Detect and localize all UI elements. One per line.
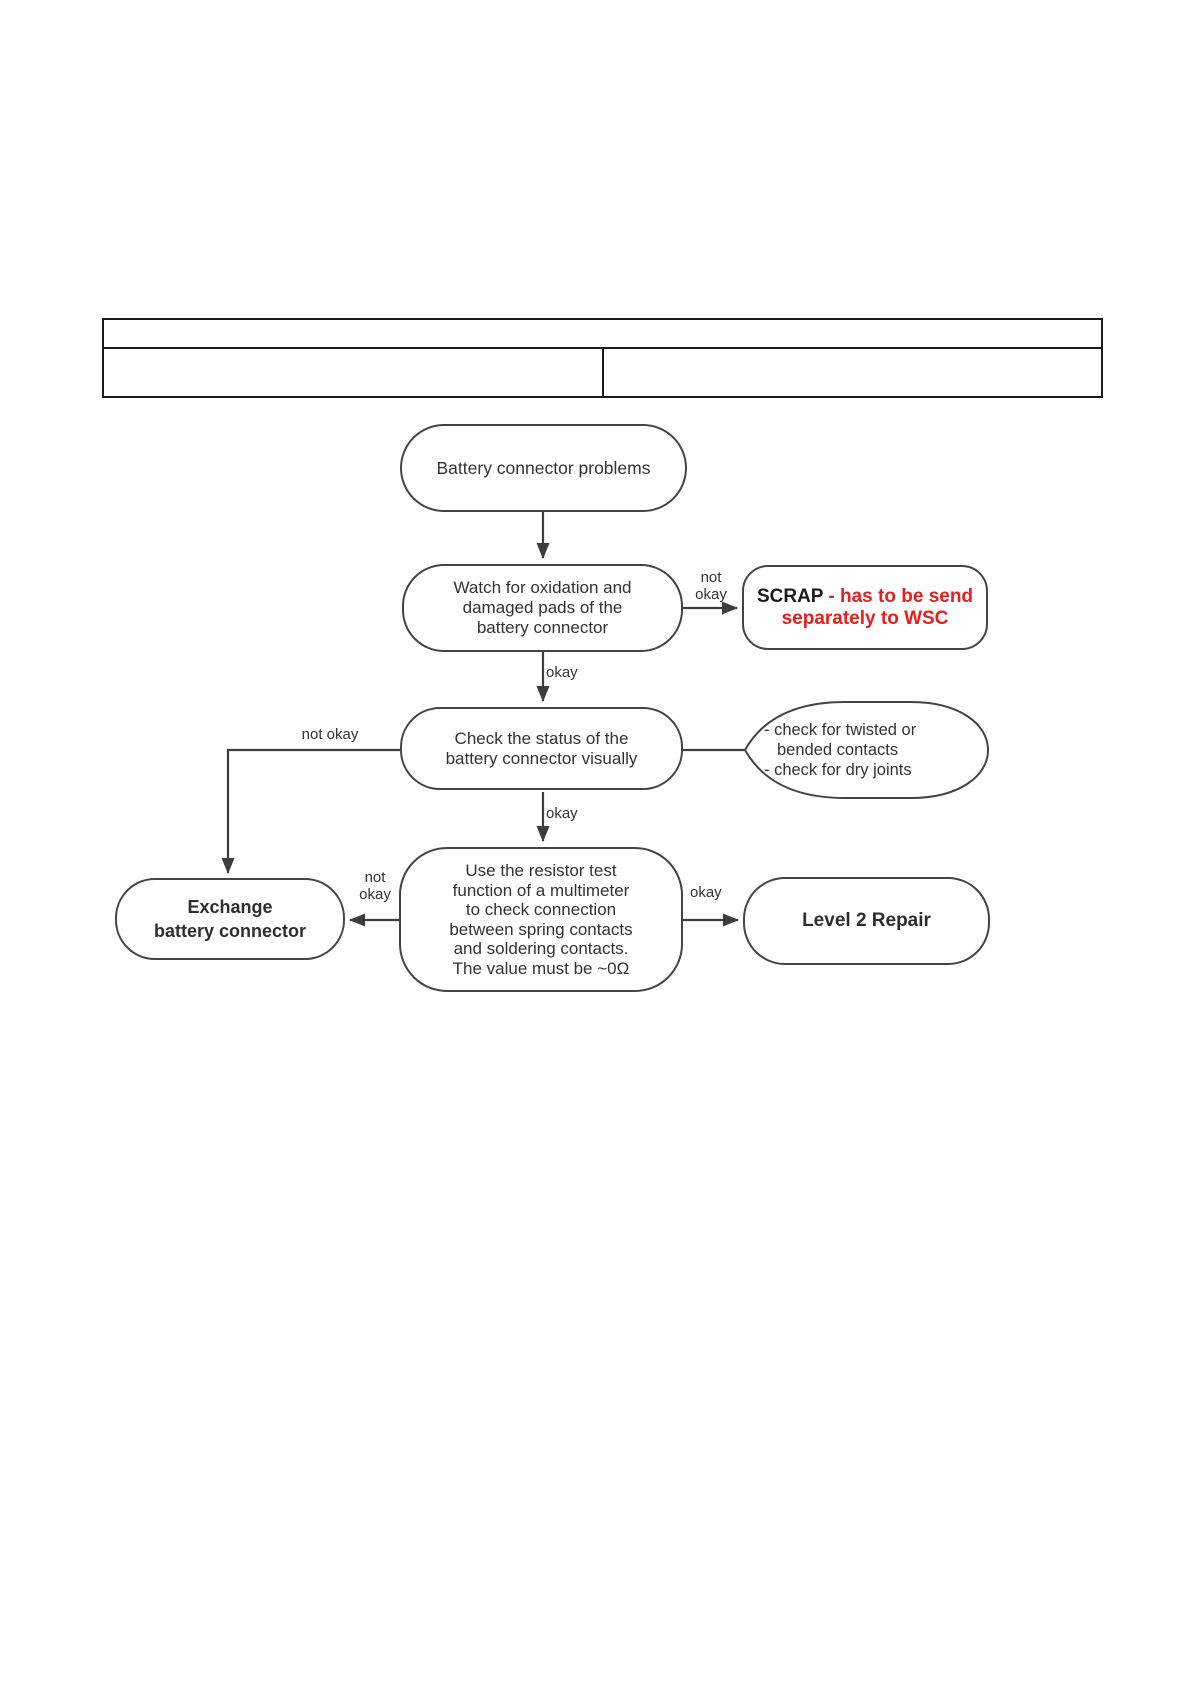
node-resistor-line: between spring contacts xyxy=(449,919,633,939)
node-start-label: Battery connector problems xyxy=(436,458,651,478)
header-table xyxy=(102,318,1103,398)
node-resistor-line: to check connection xyxy=(465,900,617,919)
edge-label-not-okay: not okay xyxy=(349,869,401,903)
node-resistor-test: Use the resistor test function of a mult… xyxy=(399,847,683,992)
header-table-row2 xyxy=(104,349,1101,396)
node-exchange-line: Exchange xyxy=(187,897,273,917)
edge-label-okay: okay xyxy=(546,664,578,681)
node-watch-line: Watch for oxidation and xyxy=(453,578,632,597)
node-resistor-line: The value must be ~0Ω xyxy=(452,958,630,978)
edge-label-line: not xyxy=(700,569,722,586)
node-watch-line: damaged pads of the xyxy=(462,598,623,617)
header-table-cell-left xyxy=(104,349,604,396)
node-check-line: battery connector visually xyxy=(445,748,638,768)
node-scrap-line1-rest: - has to be send xyxy=(823,585,974,607)
node-watch-for-oxidation: Watch for oxidation and damaged pads of … xyxy=(402,564,683,652)
node-battery-connector-problems: Battery connector problems xyxy=(400,424,687,512)
node-scrap-line1: SCRAP - has to be send xyxy=(757,586,973,608)
header-table-row1 xyxy=(104,320,1101,349)
edge-label-line: okay xyxy=(359,886,391,903)
edge-label-line: okay xyxy=(695,586,727,603)
annotation-hints: - check for twisted or bended contacts -… xyxy=(764,720,979,780)
node-level-2-repair: Level 2 Repair xyxy=(743,877,990,965)
annotation-hint-line: bended contacts xyxy=(777,741,899,759)
edge-label-not-okay: not okay xyxy=(683,569,739,603)
annotation-shape xyxy=(743,701,990,799)
node-resistor-line: Use the resistor test xyxy=(465,861,617,880)
node-level2-label: Level 2 Repair xyxy=(802,910,931,931)
node-check-status-visually: Check the status of the battery connecto… xyxy=(400,707,683,790)
edge-label-not-okay: not okay xyxy=(301,726,359,743)
node-resistor-line: and soldering contacts. xyxy=(453,939,629,958)
annotation-hint-line: - check for twisted or xyxy=(764,721,917,739)
node-watch-line: battery connector xyxy=(476,618,609,637)
node-check-line: Check the status of the xyxy=(454,728,629,748)
node-resistor-line: function of a multimeter xyxy=(452,880,630,900)
node-scrap-line2: separately to WSC xyxy=(781,607,949,629)
node-exchange-battery-connector: Exchange battery connector xyxy=(115,878,345,960)
edge-label-line: not xyxy=(364,869,386,886)
annotation-hint-line: - check for dry joints xyxy=(764,761,912,779)
node-exchange-line: battery connector xyxy=(153,921,307,941)
edge-label-okay: okay xyxy=(546,805,578,822)
node-scrap-title: SCRAP xyxy=(756,585,824,607)
edge-label-okay: okay xyxy=(690,884,722,901)
node-scrap: SCRAP - has to be send separately to WSC xyxy=(742,565,988,650)
